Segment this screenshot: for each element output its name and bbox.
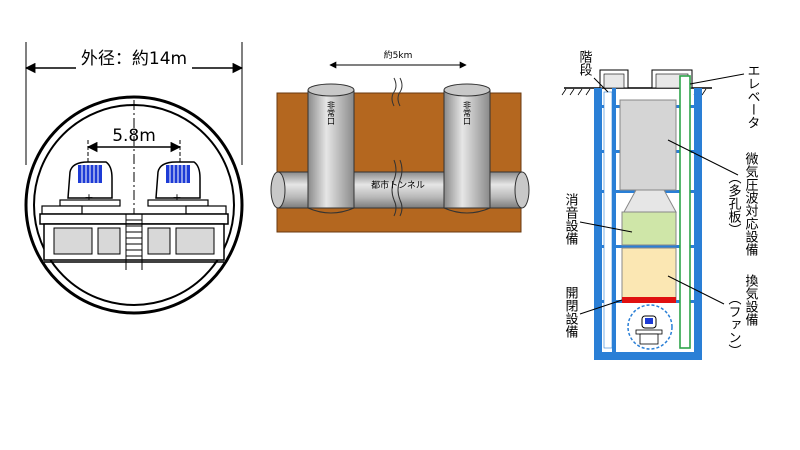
elevator-label: エレベータ bbox=[745, 64, 761, 129]
distance-label: 約5km bbox=[384, 49, 413, 61]
tunnel-outer-ring bbox=[24, 95, 244, 315]
shaft-right-label: 非常口 bbox=[463, 100, 472, 125]
track-spacing-label: 5.8m bbox=[112, 126, 156, 146]
outer-diameter-label: 外径：約14m bbox=[81, 49, 187, 69]
damper-label: 開閉設備 bbox=[563, 286, 579, 338]
svg-text:+: + bbox=[172, 191, 181, 204]
micro-pressure-sub-label: （多孔板） bbox=[726, 171, 742, 236]
micro-pressure-device bbox=[619, 99, 677, 191]
ground-section: 約5km 非常口 非常口 都市トンネル bbox=[270, 49, 530, 233]
ventilation-shaft-diagram: 階段 エレベータ 微気圧波対応設備 （多孔板） 消音設備 換気設備 （ファン） … bbox=[561, 50, 761, 360]
ventilation-sub-label: （ファン） bbox=[726, 292, 742, 357]
tunnel-central-ladder bbox=[125, 214, 143, 270]
elevator-column bbox=[679, 75, 691, 349]
ventilation-block bbox=[621, 247, 677, 301]
stairs-label: 階段 bbox=[577, 50, 593, 76]
section-break-marks bbox=[391, 77, 403, 217]
shaft-bottom-tunnel bbox=[627, 304, 673, 350]
train-left: + bbox=[59, 161, 121, 207]
tunnel-cross-section: 外径：約14m 5.8m + bbox=[24, 42, 244, 315]
svg-text:+: + bbox=[84, 191, 93, 204]
shaft-right bbox=[443, 83, 491, 214]
ventilation-label: 換気設備 bbox=[743, 274, 759, 326]
stairs-column bbox=[603, 91, 613, 349]
silencer-label: 消音設備 bbox=[563, 193, 579, 245]
urban-tunnel-label: 都市トンネル bbox=[371, 179, 425, 191]
train-right: + bbox=[147, 161, 209, 207]
silencer-block bbox=[621, 211, 677, 246]
micro-pressure-label: 微気圧波対応設備 bbox=[743, 152, 759, 256]
shaft-left-label: 非常口 bbox=[327, 100, 336, 125]
tunnel-floor-slab bbox=[39, 213, 229, 225]
shaft-left bbox=[307, 83, 355, 214]
damper-bar bbox=[622, 297, 676, 303]
